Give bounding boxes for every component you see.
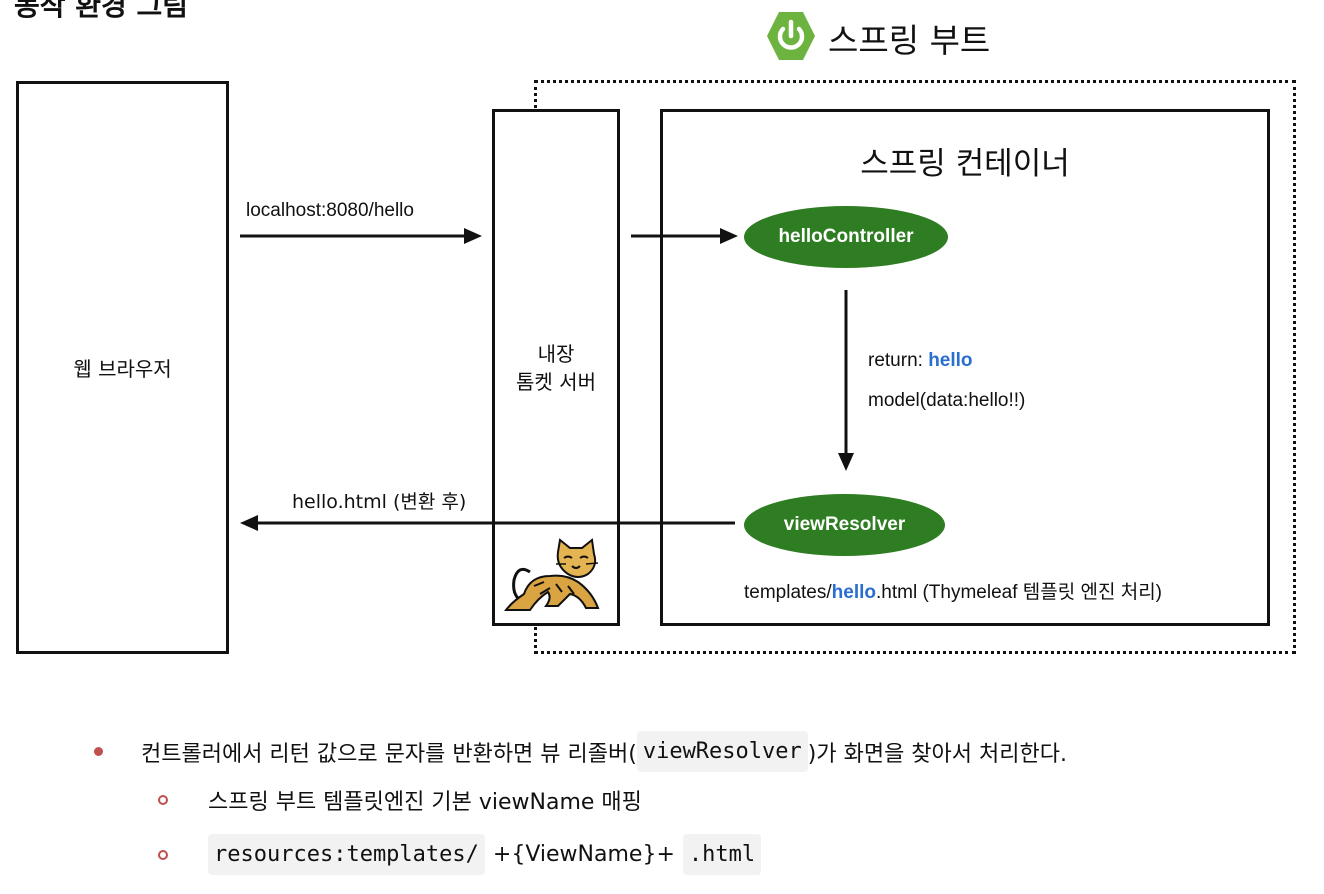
tomcat-server-label: 내장 톰켓 서버: [492, 340, 620, 396]
templates-path-code: resources:templates/: [208, 834, 485, 875]
view-resolver-node: viewResolver: [744, 494, 945, 556]
tomcat-label-line1: 내장: [537, 342, 575, 366]
bullet-sub1-text: 스프링 부트 템플릿엔진 기본 viewName 매핑: [208, 790, 642, 815]
return-arrow: [838, 290, 854, 471]
templates-label: templates/hello.html (Thymeleaf 템플릿 엔진 처…: [744, 577, 1162, 604]
section-heading: 동작 환경 그림: [14, 0, 189, 22]
tomcat-label-line2: 톰켓 서버: [516, 370, 596, 394]
templates-prefix: templates/: [744, 582, 832, 603]
return-prefix: return:: [868, 350, 929, 371]
power-icon: [777, 19, 805, 50]
forward-arrow: [631, 228, 738, 244]
request-url-label: localhost:8080/hello: [246, 200, 414, 221]
bullet-sub-1: 스프링 부트 템플릿엔진 기본 viewName 매핑: [158, 784, 642, 816]
bullet-ring-icon: [158, 849, 168, 860]
viewname-expression: +{ViewName}+: [492, 842, 675, 867]
hello-controller-node: helloController: [744, 206, 948, 268]
bullet-main: 컨트롤러에서 리턴 값으로 문자를 반환하면 뷰 리졸버( viewResolv…: [94, 731, 1067, 772]
tomcat-cat-icon: [503, 538, 600, 611]
bullet-sub-2: resources:templates/ +{ViewName}+ .html: [158, 834, 762, 875]
web-browser-box: [16, 81, 229, 654]
bullet-ring-icon: [158, 795, 168, 805]
html-extension-code: .html: [682, 834, 762, 875]
tomcat-server-box: [492, 109, 620, 626]
bullet-dot-icon: [94, 747, 103, 756]
view-resolver-code: viewResolver: [636, 731, 808, 772]
templates-suffix: .html (Thymeleaf 템플릿 엔진 처리): [876, 582, 1163, 603]
spring-container-title: 스프링 컨테이너: [860, 146, 1070, 182]
spring-boot-label: 스프링 부트: [828, 21, 991, 60]
response-arrow: [240, 515, 735, 531]
model-label: model(data:hello!!): [868, 390, 1026, 411]
return-value: hello: [928, 350, 973, 371]
request-arrow: [240, 228, 482, 244]
web-browser-label: 웹 브라우저: [73, 357, 172, 381]
response-label: hello.html (변환 후): [292, 491, 467, 513]
spring-boot-logo: [767, 12, 815, 60]
bullet-main-suffix: )가 화면을 찾아서 처리한다.: [807, 741, 1067, 767]
return-label: return: hello: [868, 350, 973, 372]
templates-highlight: hello: [831, 582, 876, 603]
bullet-main-prefix: 컨트롤러에서 리턴 값으로 문자를 반환하면 뷰 리졸버(: [141, 741, 637, 767]
